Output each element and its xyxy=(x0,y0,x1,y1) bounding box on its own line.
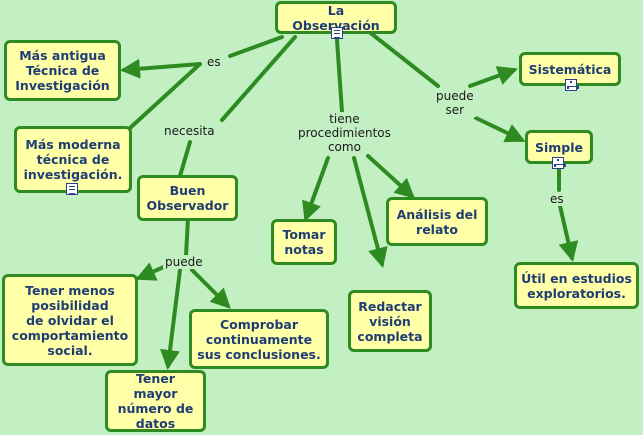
link-label-puede-ser: puede ser xyxy=(434,89,476,117)
connector-arrow xyxy=(120,58,202,79)
link-label-es: es xyxy=(205,55,223,69)
node-comprobar[interactable]: Comprobar continuamente sus conclusiones… xyxy=(189,309,329,369)
link-label-tiene-procedimientos-como: tiene procedimientos como xyxy=(296,112,393,154)
node-mas-antigua[interactable]: Más antigua Técnica de Investigación xyxy=(4,40,121,101)
document-icon[interactable] xyxy=(331,27,343,39)
connector-line xyxy=(228,35,284,58)
node-simple[interactable]: Simple xyxy=(525,130,593,164)
connector-arrow xyxy=(474,116,526,143)
connector-arrow xyxy=(135,262,168,281)
document-icon[interactable] xyxy=(66,183,78,195)
connector-line xyxy=(366,29,440,88)
connector-line xyxy=(220,35,297,122)
node-analisis[interactable]: Análisis del relato xyxy=(386,197,488,246)
connector-line xyxy=(128,62,202,130)
node-buen-observador[interactable]: Buen Observador xyxy=(137,175,238,221)
node-redactar[interactable]: Redactar visión completa xyxy=(348,290,432,352)
connector-arrow xyxy=(190,268,231,309)
concept-map-icon[interactable] xyxy=(552,157,566,169)
link-label-puede: puede xyxy=(163,255,205,269)
concept-map-icon[interactable] xyxy=(565,79,579,91)
connector-line xyxy=(184,216,190,258)
node-tener-menos[interactable]: Tener menos posibilidad de olvidar el co… xyxy=(2,274,138,366)
connector-arrow xyxy=(352,156,388,268)
connector-arrow xyxy=(558,204,579,262)
connector-arrow xyxy=(366,154,415,199)
node-util[interactable]: Útil en estudios exploratorios. xyxy=(514,262,639,309)
link-label-necesita: necesita xyxy=(162,124,217,138)
connector-arrow xyxy=(160,268,182,370)
node-tomar-notas[interactable]: Tomar notas xyxy=(271,219,337,265)
node-tener-mayor[interactable]: Tener mayor número de datos xyxy=(105,370,206,432)
connector-line xyxy=(335,38,344,114)
connector-arrow xyxy=(468,66,518,88)
link-label-es-simple: es xyxy=(548,192,566,206)
connector-arrow xyxy=(302,156,330,222)
connector-line xyxy=(178,140,192,178)
